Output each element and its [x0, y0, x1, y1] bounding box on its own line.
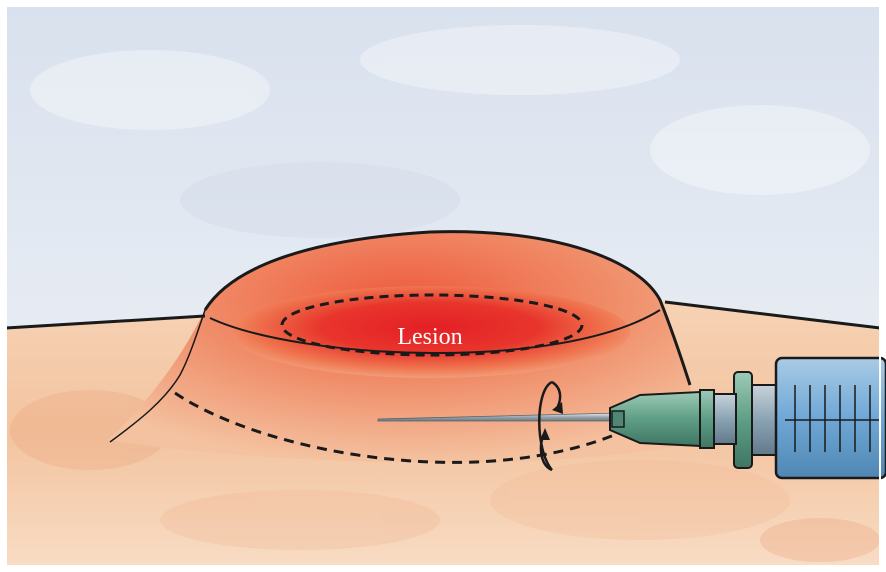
lesion-label: Lesion: [397, 324, 462, 350]
